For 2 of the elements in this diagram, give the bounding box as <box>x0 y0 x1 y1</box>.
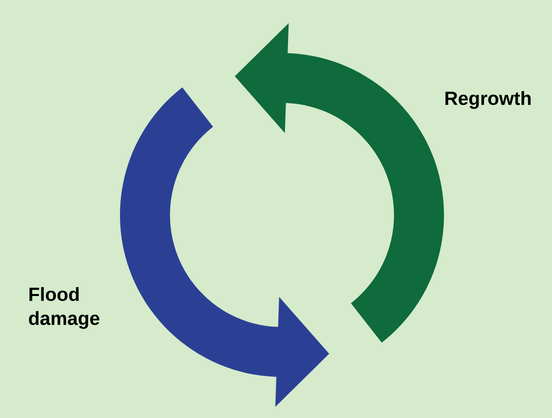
label: Flood damage <box>29 287 100 329</box>
label: Regrowth <box>445 91 531 109</box>
